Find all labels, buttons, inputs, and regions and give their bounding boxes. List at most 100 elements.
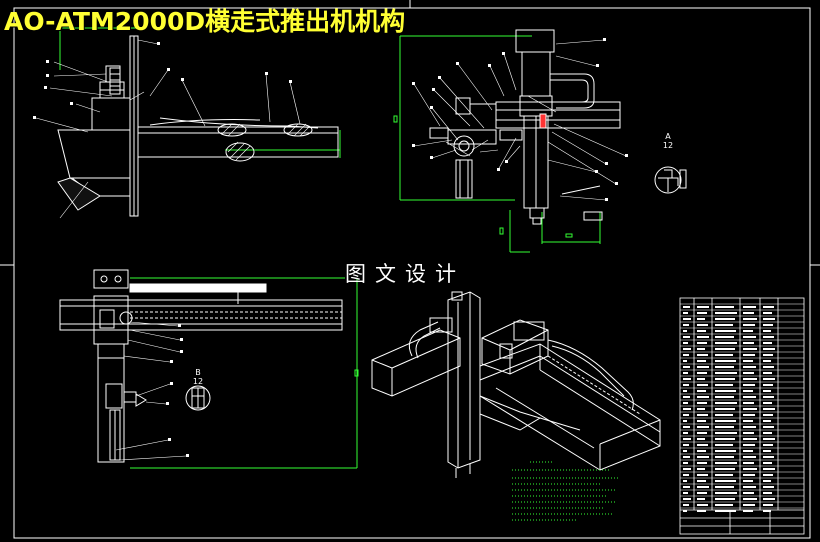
parts-list-entry-mark xyxy=(697,324,708,326)
parts-list-entry-mark xyxy=(743,384,755,386)
parts-list-entry-mark xyxy=(743,390,753,392)
parts-list-entry-mark xyxy=(683,426,690,428)
parts-list-entry-mark xyxy=(763,396,774,398)
section-a-label: A 12 xyxy=(660,132,676,150)
parts-list-entry-mark xyxy=(697,390,706,392)
parts-list-entry-mark xyxy=(763,504,773,506)
parts-list-entry-mark xyxy=(715,438,735,440)
parts-list-entry-mark xyxy=(743,492,754,494)
parts-list-entry-mark xyxy=(763,456,774,458)
parts-list-entry-mark xyxy=(683,372,688,374)
parts-list-entry-mark xyxy=(697,492,707,494)
parts-list-entry-mark xyxy=(715,342,737,344)
parts-list-entry-mark xyxy=(715,432,737,434)
parts-list-entry-mark xyxy=(683,468,691,470)
section-b-detail xyxy=(185,385,211,411)
parts-list-entry-mark xyxy=(697,348,705,350)
parts-list-entry-mark xyxy=(763,498,775,500)
parts-list-entry-mark xyxy=(743,462,754,464)
parts-list-entry-mark xyxy=(683,456,690,458)
parts-list-entry-mark xyxy=(743,402,754,404)
parts-list-entry-mark xyxy=(743,456,756,458)
parts-list-entry-mark xyxy=(763,378,775,380)
parts-list-entry-mark xyxy=(697,360,706,362)
parts-list-entry-mark xyxy=(743,498,757,500)
parts-list-entry-mark xyxy=(715,462,737,464)
parts-list-entry-mark xyxy=(697,444,708,446)
section-a-detail xyxy=(654,166,687,194)
parts-list-entry-mark xyxy=(763,474,773,476)
parts-list-entries xyxy=(683,306,775,512)
parts-list-entry-mark xyxy=(683,348,691,350)
parts-list-entry-mark xyxy=(697,480,706,482)
parts-list-entry-mark xyxy=(715,498,735,500)
parts-list-entry-mark xyxy=(743,378,757,380)
parts-list-entry-mark xyxy=(683,504,689,506)
parts-list-entry-mark xyxy=(763,444,773,446)
parts-list-entry-mark xyxy=(715,492,737,494)
parts-list-entry-mark xyxy=(697,342,707,344)
parts-list-entry-mark xyxy=(763,372,772,374)
parts-list-entry-mark xyxy=(683,510,687,512)
parts-list-entry-mark xyxy=(763,342,772,344)
parts-list-table xyxy=(679,297,805,535)
parts-list-entry-mark xyxy=(743,420,753,422)
parts-list-entry-mark xyxy=(683,378,691,380)
parts-list-entry-mark xyxy=(763,468,775,470)
parts-list-entry-mark xyxy=(697,438,705,440)
parts-list-entry-mark xyxy=(697,318,705,320)
parts-list-entry-mark xyxy=(697,372,707,374)
parts-list-entry-mark xyxy=(743,372,754,374)
parts-list-entry-mark xyxy=(715,468,735,470)
parts-list-entry-mark xyxy=(715,456,734,458)
parts-list-entry-mark xyxy=(763,348,775,350)
parts-list-entry-mark xyxy=(743,408,757,410)
parts-list-entry-mark xyxy=(697,456,709,458)
parts-list-entry-mark xyxy=(715,384,733,386)
parts-list-entry-mark xyxy=(697,468,705,470)
parts-list-entry-mark xyxy=(697,306,709,308)
parts-list-entry-mark xyxy=(743,318,757,320)
parts-list-entry-mark xyxy=(683,450,687,452)
parts-list-entry-mark xyxy=(743,360,753,362)
parts-list-entry-mark xyxy=(763,438,775,440)
parts-list-entry-mark xyxy=(743,312,754,314)
parts-list-entry-mark xyxy=(715,426,734,428)
parts-list-entry-mark xyxy=(683,396,690,398)
parts-list-entry-mark xyxy=(743,366,756,368)
parts-list-entry-mark xyxy=(715,420,736,422)
parts-list-entry-mark xyxy=(697,414,708,416)
parts-list-entry-mark xyxy=(715,390,736,392)
parts-list-entry-mark xyxy=(715,510,736,512)
parts-list-entry-mark xyxy=(697,354,708,356)
parts-list-entry-mark xyxy=(683,498,691,500)
parts-list-entry-mark xyxy=(715,324,733,326)
parts-list-entry-mark xyxy=(697,510,706,512)
parts-list-entry-mark xyxy=(683,432,688,434)
parts-list-entry-mark xyxy=(683,384,689,386)
parts-list-entry-mark xyxy=(743,396,756,398)
parts-list-entry-mark xyxy=(697,384,708,386)
parts-list-entry-mark xyxy=(763,312,772,314)
parts-list-entry-mark xyxy=(715,408,735,410)
parts-list-entry-mark xyxy=(763,360,771,362)
parts-list-entry-mark xyxy=(697,498,705,500)
section-b-scale: 12 xyxy=(192,377,204,386)
parts-list-entry-mark xyxy=(743,474,755,476)
parts-list-entry-mark xyxy=(683,312,688,314)
parts-list-entry-mark xyxy=(743,336,756,338)
parts-list-entry-mark xyxy=(743,324,755,326)
parts-list-entry-mark xyxy=(715,372,737,374)
parts-list-entry-mark xyxy=(683,318,691,320)
parts-list-entry-mark xyxy=(683,402,688,404)
parts-list-entry-mark xyxy=(683,342,688,344)
section-b-letter: B xyxy=(195,368,201,377)
parts-list-entry-mark xyxy=(763,354,773,356)
parts-list-entry-mark xyxy=(683,306,690,308)
parts-list-entry-mark xyxy=(715,318,735,320)
parts-list-entry-mark xyxy=(743,468,757,470)
parts-list-entry-mark xyxy=(697,450,706,452)
parts-list-entry-mark xyxy=(697,330,706,332)
parts-list-entry-mark xyxy=(763,462,772,464)
